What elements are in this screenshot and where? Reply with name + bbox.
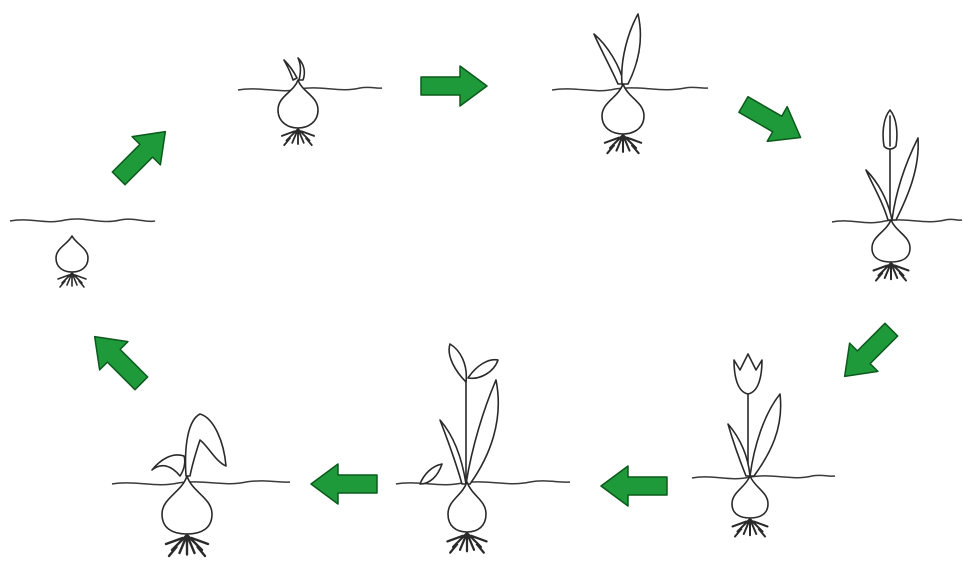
seed-pod [448, 343, 468, 383]
drooping-leaf [151, 454, 186, 477]
bulb [731, 475, 769, 519]
arrow-icon [420, 65, 488, 107]
falling-petal [467, 358, 499, 380]
shoot [297, 57, 306, 81]
soil-line [237, 86, 383, 92]
leaf [620, 13, 642, 85]
soil-line [395, 480, 571, 486]
bulb [277, 79, 319, 129]
stage-flowering [691, 353, 836, 538]
stage-bulb-dormant [9, 218, 156, 288]
bulb [871, 219, 911, 263]
soil-line [831, 218, 963, 224]
bulb [55, 235, 89, 273]
leaf [891, 137, 919, 221]
stage-flower-bud [831, 109, 963, 282]
leaf [865, 169, 893, 221]
bulb [601, 83, 645, 135]
tulip-flower [733, 353, 763, 395]
leaf [727, 423, 751, 477]
soil-line [551, 86, 709, 92]
arrow-icon [732, 86, 812, 156]
leaf [439, 419, 467, 485]
leaf [749, 393, 782, 477]
arrow-icon [103, 116, 181, 194]
stage-bulb-sprouting [237, 57, 383, 147]
soil-line [691, 474, 836, 480]
arrow-icon [829, 314, 907, 392]
drooping-leaf [184, 413, 227, 477]
bulb [447, 481, 487, 533]
soil-line [111, 480, 291, 486]
falling-petal [419, 463, 443, 485]
leaf [593, 33, 625, 85]
stage-leaves-emerging [551, 13, 709, 155]
shoot [283, 59, 298, 81]
soil-line [9, 218, 156, 223]
arrow-icon [79, 321, 157, 399]
leaf [465, 379, 500, 485]
stage-leaves-dying-back [111, 413, 291, 558]
arrow-icon [310, 463, 378, 505]
arrow-icon [600, 465, 668, 507]
stage-petals-dropping [395, 343, 571, 554]
